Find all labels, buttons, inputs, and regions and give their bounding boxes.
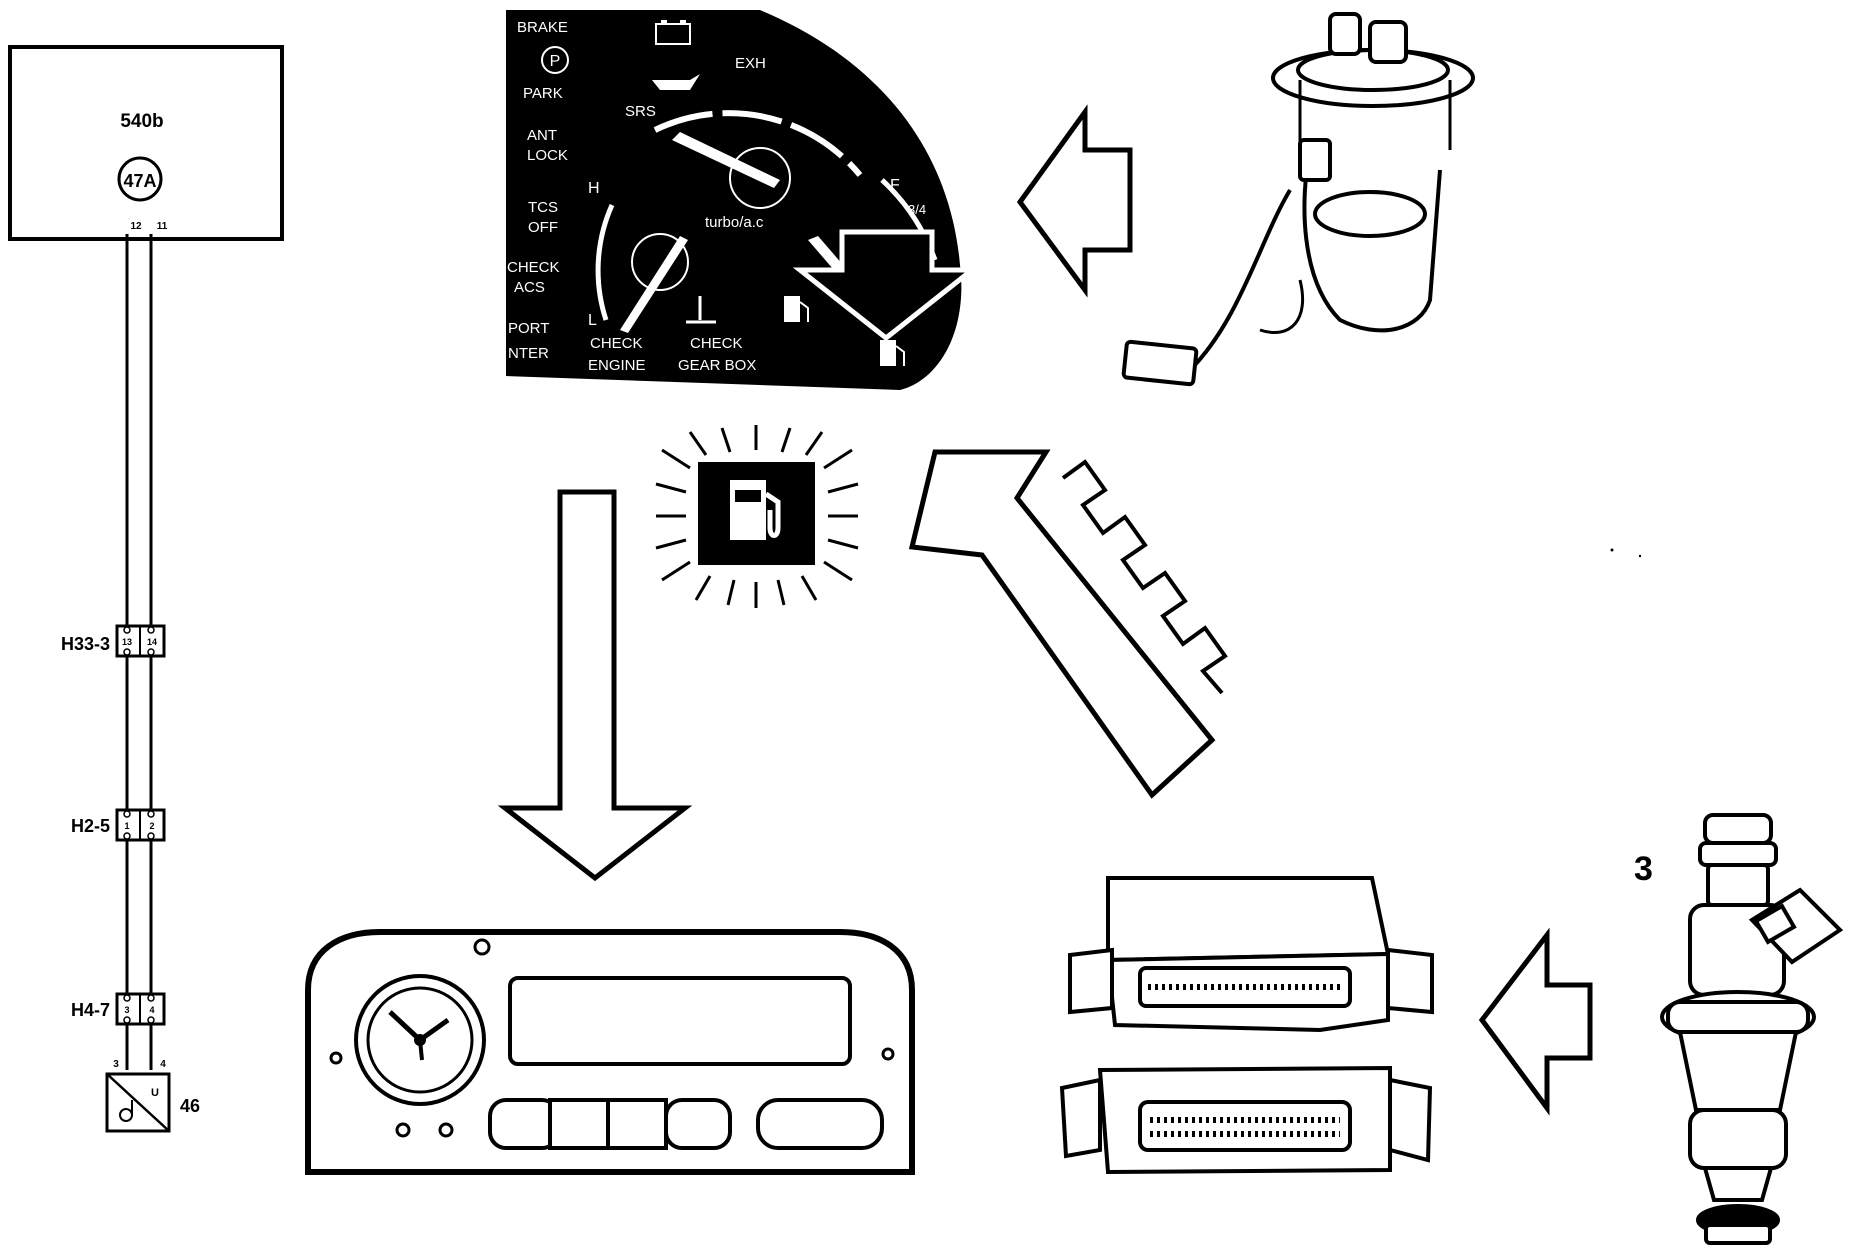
temp-needle xyxy=(620,236,688,333)
screw-icon xyxy=(473,938,491,956)
svg-text:PARK: PARK xyxy=(523,85,563,102)
svg-text:ACS: ACS xyxy=(514,279,545,296)
display-button-5 xyxy=(756,1098,884,1150)
instrument-cluster-illustration: BRAKE P PARK SRS ANT LOCK TCS OFF CHECK … xyxy=(506,10,980,390)
display-button-4 xyxy=(664,1098,732,1150)
arrow-ecu-to-cluster xyxy=(908,449,1216,799)
fuel-warning-lamp xyxy=(655,425,859,608)
fuel-warning-lamp-icon xyxy=(880,340,905,366)
boost-gauge-hub xyxy=(729,147,791,209)
sensor-label: 46 xyxy=(180,1096,200,1116)
svg-text:L: L xyxy=(588,312,597,329)
svg-text:3: 3 xyxy=(113,1059,119,1070)
arrow-pump-to-cluster xyxy=(1016,104,1133,298)
boost-needle xyxy=(672,132,780,188)
svg-text:LOCK: LOCK xyxy=(527,147,568,164)
connector-label: 47A xyxy=(123,171,156,191)
sensor-float-icon xyxy=(119,1108,133,1122)
svg-text:GEAR BOX: GEAR BOX xyxy=(678,357,756,374)
display-button-2 xyxy=(548,1098,610,1150)
svg-text:OFF: OFF xyxy=(528,219,558,236)
svg-text:2: 2 xyxy=(149,821,154,831)
svg-text:CHECK: CHECK xyxy=(590,335,643,352)
svg-text:turbo/a.c: turbo/a.c xyxy=(705,214,764,231)
svg-text:TCS: TCS xyxy=(528,199,558,216)
ecu-connector-top xyxy=(1138,966,1352,1008)
fuel-pump-sender-unit xyxy=(1121,12,1475,387)
park-brake-icon xyxy=(541,46,569,74)
coolant-temp-icon xyxy=(686,296,716,324)
svg-text:CHECK: CHECK xyxy=(690,335,743,352)
screw-icon xyxy=(438,1122,454,1138)
svg-text:ENGINE: ENGINE xyxy=(588,357,646,374)
svg-text:4: 4 xyxy=(160,1059,166,1070)
clock-hand-hour xyxy=(388,1010,422,1042)
module-pin-12: 12 xyxy=(130,221,142,232)
speck xyxy=(1638,554,1642,558)
information-display-unit xyxy=(305,929,915,1175)
svg-text:PORT: PORT xyxy=(508,320,549,337)
warning-down-arrow-icon xyxy=(792,229,980,342)
svg-text:H: H xyxy=(588,180,600,197)
svg-text:13: 13 xyxy=(122,637,132,647)
display-screen xyxy=(508,976,852,1066)
lamp-glow-rays xyxy=(655,425,859,608)
pulse-signal-icon xyxy=(1061,459,1228,695)
control-module-540b xyxy=(8,45,284,241)
module-label: 540b xyxy=(120,111,163,132)
svg-text:CHECK: CHECK xyxy=(507,259,560,276)
svg-text:3: 3 xyxy=(124,1005,129,1015)
connector-47a xyxy=(117,156,163,202)
svg-text:NTER: NTER xyxy=(508,345,549,362)
battery-icon xyxy=(655,20,691,45)
svg-text:BRAKE: BRAKE xyxy=(517,19,568,36)
junction-h33-3: 13 14 H33-3 xyxy=(61,624,166,658)
fuel-injector xyxy=(1660,813,1844,1245)
ecu-connector-bottom xyxy=(1138,1100,1352,1152)
screw-icon xyxy=(395,1122,411,1138)
fuel-level-sensor-46: 3 4 U 46 xyxy=(105,1059,200,1133)
svg-text:4: 4 xyxy=(149,1005,154,1015)
screw-icon xyxy=(329,1051,343,1065)
engine-control-unit xyxy=(1059,876,1434,1175)
svg-text:1: 1 xyxy=(124,821,129,831)
arrow-lamp-to-display xyxy=(497,489,693,882)
arrow-injector-to-ecu xyxy=(1478,927,1593,1116)
svg-text:F: F xyxy=(890,177,900,194)
speck xyxy=(1610,548,1614,552)
svg-text:EXH: EXH xyxy=(735,55,766,72)
display-button-1 xyxy=(488,1098,560,1150)
callout-number: 3 xyxy=(1634,850,1653,888)
module-pin-11: 11 xyxy=(157,221,168,232)
wiring-diagram: 540b 47A 12 11 13 14 H33-3 1 xyxy=(8,45,284,1133)
svg-text:ANT: ANT xyxy=(527,127,557,144)
svg-text:SRS: SRS xyxy=(625,103,656,120)
svg-text:3/4: 3/4 xyxy=(908,202,926,217)
svg-text:14: 14 xyxy=(147,637,157,647)
junction-label: H2-5 xyxy=(71,816,110,836)
junction-label: H4-7 xyxy=(71,1000,110,1020)
screw-icon xyxy=(881,1047,895,1061)
junction-h2-5: 1 2 H2-5 xyxy=(71,808,166,842)
temp-gauge-hub xyxy=(631,233,689,291)
junction-h4-7: 3 4 H4-7 xyxy=(71,992,166,1026)
fuel-pump-icon-small xyxy=(784,296,809,322)
svg-text:P: P xyxy=(550,53,561,70)
temp-gauge-arc xyxy=(595,203,615,321)
oil-pressure-icon xyxy=(652,74,700,90)
sensor-symbol: U xyxy=(151,1087,159,1099)
boost-gauge-arc xyxy=(653,110,863,177)
junction-label: H33-3 xyxy=(61,634,110,654)
display-button-3 xyxy=(606,1098,668,1150)
